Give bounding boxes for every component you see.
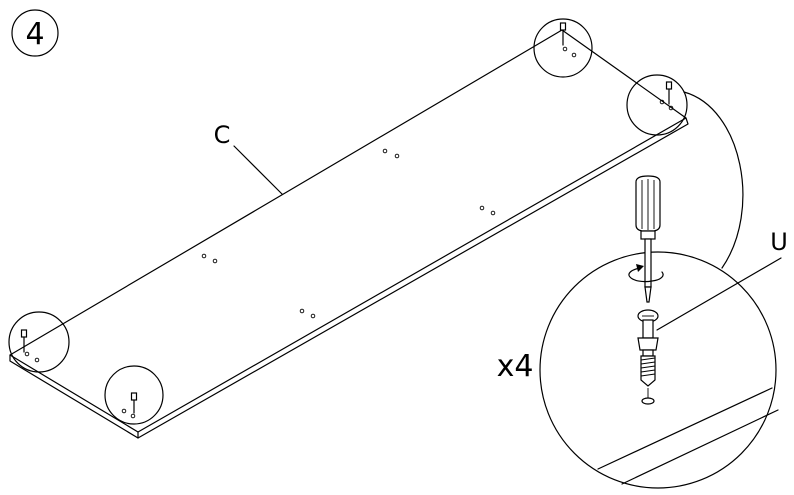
step-badge: 4 bbox=[11, 9, 59, 57]
panel-letter: C bbox=[214, 121, 231, 149]
corner-circle-bottom bbox=[104, 365, 164, 425]
screwdriver-icon bbox=[635, 175, 661, 303]
board-panel bbox=[9, 29, 689, 439]
corner-circle-top bbox=[533, 18, 593, 78]
rotate-arrow-icon bbox=[628, 264, 664, 283]
detail-circle bbox=[539, 251, 779, 489]
panel-holes bbox=[201, 148, 496, 319]
part-letter: U bbox=[770, 228, 788, 256]
step-number: 4 bbox=[25, 17, 44, 52]
part-label: U bbox=[656, 228, 788, 331]
cam-bolt-icon bbox=[637, 309, 659, 405]
quantity-label: x4 bbox=[497, 349, 534, 384]
corner-circle-right bbox=[626, 74, 688, 136]
corner-circle-left bbox=[8, 311, 70, 373]
panel-label: C bbox=[214, 121, 283, 195]
detail-connector-arc bbox=[683, 91, 744, 269]
